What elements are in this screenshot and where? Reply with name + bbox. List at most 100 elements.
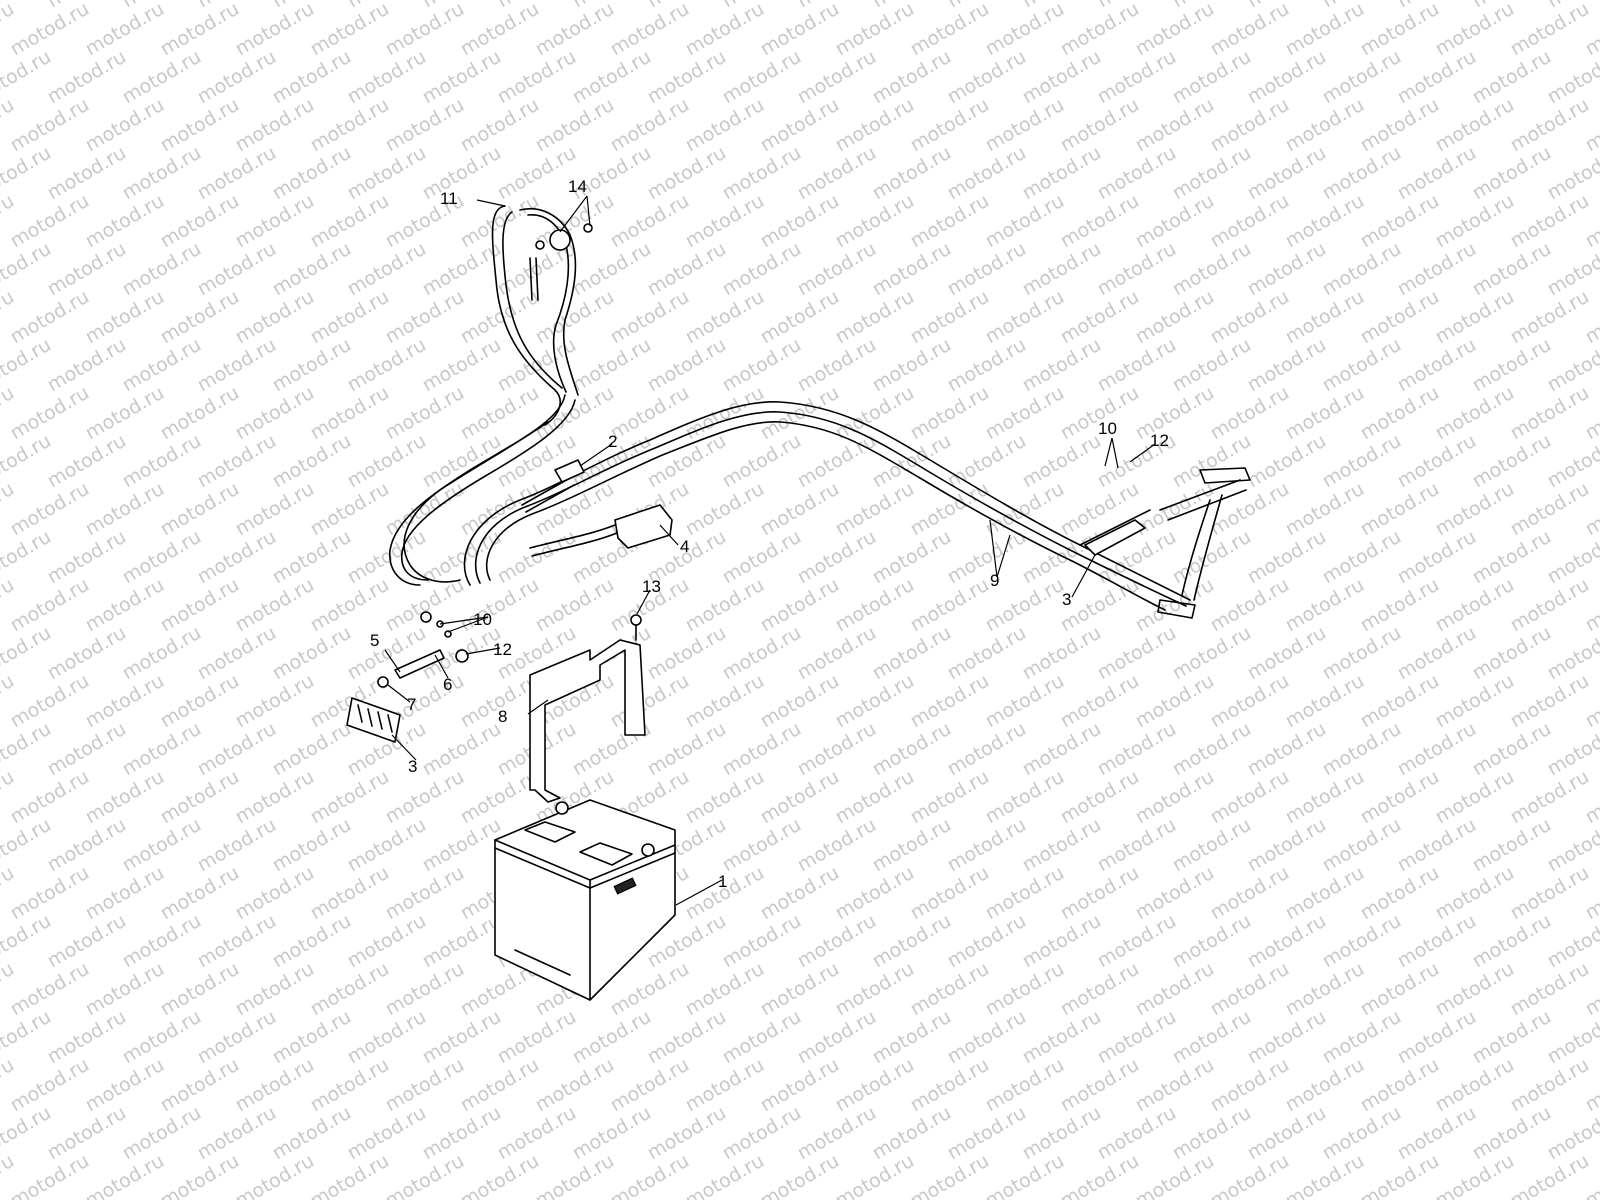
watermark-text: motod.ru bbox=[119, 622, 205, 685]
watermark-text: motod.ru bbox=[344, 910, 430, 973]
watermark-text: motod.ru bbox=[1469, 334, 1555, 397]
watermark-text: motod.ru bbox=[832, 766, 918, 829]
watermark-text: motod.ru bbox=[644, 46, 730, 109]
watermark-text: motod.ru bbox=[982, 766, 1068, 829]
watermark-text: motod.ru bbox=[7, 1054, 93, 1117]
watermark-text: motod.ru bbox=[1469, 622, 1555, 685]
callout-10-left: 10 bbox=[473, 610, 492, 629]
watermark-text: motod.ru bbox=[232, 0, 318, 60]
watermark-text: motod.ru bbox=[1357, 382, 1443, 445]
watermark-text: motod.ru bbox=[907, 478, 993, 541]
watermark-text: motod.ru bbox=[1057, 670, 1143, 733]
watermark-text: motod.ru bbox=[907, 286, 993, 349]
watermark-text: motod.ru bbox=[1394, 334, 1480, 397]
watermark-text: motod.ru bbox=[419, 1102, 505, 1165]
watermark-text: motod.ru bbox=[1057, 862, 1143, 925]
watermark-text: motod.ru bbox=[44, 622, 130, 685]
watermark-text: motod.ru bbox=[1357, 958, 1443, 1021]
watermark-text: motod.ru bbox=[1469, 1102, 1555, 1165]
watermark-text: motod.ru bbox=[1094, 334, 1180, 397]
watermark-text: motod.ru bbox=[944, 526, 1030, 589]
watermark-text: motod.ru bbox=[1507, 286, 1593, 349]
watermark-text: motod.ru bbox=[1357, 670, 1443, 733]
watermark-text: motod.ru bbox=[644, 718, 730, 781]
watermark-text: motod.ru bbox=[607, 1054, 693, 1117]
watermark-text: motod.ru bbox=[232, 766, 318, 829]
watermark-text: motod.ru bbox=[382, 958, 468, 1021]
watermark-text: motod.ru bbox=[869, 142, 955, 205]
watermark-text: motod.ru bbox=[869, 814, 955, 877]
watermark-text: motod.ru bbox=[194, 1102, 280, 1165]
watermark-text: motod.ru bbox=[419, 430, 505, 493]
watermark-text: motod.ru bbox=[7, 574, 93, 637]
watermark-text: motod.ru bbox=[869, 334, 955, 397]
watermark-text: motod.ru bbox=[1244, 46, 1330, 109]
watermark-text: motod.ru bbox=[832, 382, 918, 445]
watermark-text: motod.ru bbox=[1169, 238, 1255, 301]
watermark-text: motod.ru bbox=[907, 766, 993, 829]
watermark-text: motod.ru bbox=[157, 574, 243, 637]
watermark-text: motod.ru bbox=[757, 94, 843, 157]
watermark-text: motod.ru bbox=[157, 382, 243, 445]
watermark-text: motod.ru bbox=[1169, 526, 1255, 589]
watermark-text: motod.ru bbox=[682, 1054, 768, 1117]
watermark-text: motod.ru bbox=[269, 910, 355, 973]
callout-5: 5 bbox=[370, 631, 379, 650]
watermark-text: motod.ru bbox=[1207, 670, 1293, 733]
watermark-text: motod.ru bbox=[344, 46, 430, 109]
watermark-text: motod.ru bbox=[1394, 910, 1480, 973]
watermark-text: motod.ru bbox=[119, 142, 205, 205]
watermark-text: motod.ru bbox=[982, 670, 1068, 733]
watermark-text: motod.ru bbox=[382, 574, 468, 637]
watermark-text: motod.ru bbox=[869, 622, 955, 685]
watermark-text: motod.ru bbox=[869, 910, 955, 973]
watermark-text: motod.ru bbox=[569, 1006, 655, 1069]
watermark-text: motod.ru bbox=[1244, 1006, 1330, 1069]
watermark-text: motod.ru bbox=[269, 1102, 355, 1165]
watermark-text: motod.ru bbox=[1132, 1054, 1218, 1117]
watermark-text: motod.ru bbox=[832, 0, 918, 60]
watermark-text: motod.ru bbox=[1207, 190, 1293, 253]
watermark-text: motod.ru bbox=[82, 0, 168, 60]
watermark-text: motod.ru bbox=[1319, 430, 1405, 493]
watermark-text: motod.ru bbox=[607, 382, 693, 445]
watermark-text: motod.ru bbox=[532, 1054, 618, 1117]
watermark-text: motod.ru bbox=[307, 478, 393, 541]
watermark-text: motod.ru bbox=[794, 814, 880, 877]
watermark-text: motod.ru bbox=[757, 958, 843, 1021]
watermark-text: motod.ru bbox=[269, 1006, 355, 1069]
watermark-text: motod.ru bbox=[82, 574, 168, 637]
watermark-text: motod.ru bbox=[1132, 0, 1218, 60]
watermark-text: motod.ru bbox=[119, 46, 205, 109]
watermark-text: motod.ru bbox=[1132, 574, 1218, 637]
watermark-text: motod.ru bbox=[419, 814, 505, 877]
watermark-text: motod.ru bbox=[532, 94, 618, 157]
watermark-text: motod.ru bbox=[1207, 574, 1293, 637]
callout-11: 11 bbox=[440, 189, 458, 208]
watermark-text: motod.ru bbox=[1507, 862, 1593, 925]
watermark-text: motod.ru bbox=[494, 46, 580, 109]
watermark-text: motod.ru bbox=[1244, 718, 1330, 781]
watermark-text: motod.ru bbox=[607, 286, 693, 349]
watermark-text: motod.ru bbox=[44, 718, 130, 781]
watermark-text: motod.ru bbox=[719, 910, 805, 973]
watermark-text: motod.ru bbox=[644, 142, 730, 205]
watermark-text: motod.ru bbox=[1244, 142, 1330, 205]
watermark-text: motod.ru bbox=[1207, 958, 1293, 1021]
watermark-text: motod.ru bbox=[7, 94, 93, 157]
watermark-text: motod.ru bbox=[1357, 1054, 1443, 1117]
watermark-text: motod.ru bbox=[1432, 862, 1518, 925]
watermark-text: motod.ru bbox=[1019, 142, 1105, 205]
watermark-text: motod.ru bbox=[719, 142, 805, 205]
watermark-text: motod.ru bbox=[682, 478, 768, 541]
watermark-text: motod.ru bbox=[1132, 958, 1218, 1021]
watermark-text: motod.ru bbox=[1207, 286, 1293, 349]
watermark-text: motod.ru bbox=[494, 430, 580, 493]
watermark-text: motod.ru bbox=[1507, 766, 1593, 829]
watermark-text: motod.ru bbox=[1169, 910, 1255, 973]
watermark-text: motod.ru bbox=[494, 334, 580, 397]
watermark-text: motod.ru bbox=[982, 382, 1068, 445]
watermark-text: motod.ru bbox=[569, 334, 655, 397]
watermark-text: motod.ru bbox=[1244, 238, 1330, 301]
